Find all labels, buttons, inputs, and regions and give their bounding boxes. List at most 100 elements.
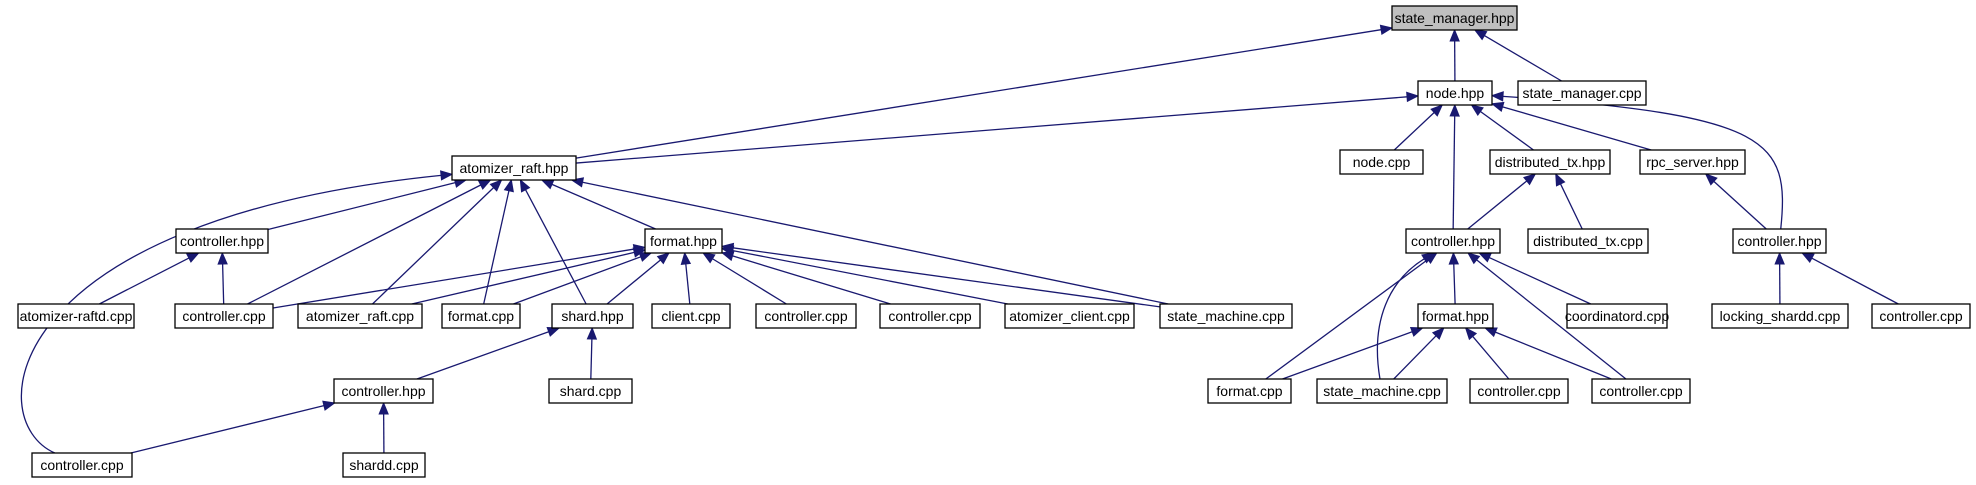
arrowhead-n8-to-n3 — [540, 179, 555, 190]
graph-node-n16[interactable]: shard.hpp — [551, 303, 634, 329]
graph-node-n25[interactable]: controller.cpp — [1871, 303, 1971, 329]
graph-node-n22[interactable]: format.hpp — [1417, 303, 1494, 329]
arrowhead-n12-to-n7 — [186, 252, 200, 263]
graph-node-n29[interactable]: state_machine.cpp — [1316, 378, 1448, 404]
graph-node-n21[interactable]: state_machine.cpp — [1159, 303, 1293, 329]
edge-n15-to-n8 — [513, 256, 642, 305]
graph-node-n2[interactable]: state_manager.cpp — [1517, 80, 1647, 106]
node-label: coordinatord.cpp — [1565, 308, 1670, 324]
arrowhead-n9-to-n5 — [1523, 173, 1537, 186]
edge-n13-to-n7 — [221, 263, 225, 305]
graph-node-n8[interactable]: format.hpp — [644, 228, 723, 254]
graph-node-n11[interactable]: controller.hpp — [1732, 228, 1827, 254]
edge-n5-to-n1 — [1480, 110, 1534, 151]
edge-n27-to-n16 — [590, 338, 593, 380]
node-box — [1159, 303, 1293, 329]
node-label: controller.hpp — [1737, 233, 1821, 249]
node-label: distributed_tx.cpp — [1533, 233, 1643, 249]
arrowhead-n29-to-n9 — [1421, 252, 1435, 264]
arrowhead-n23-to-n9 — [1478, 252, 1492, 263]
arrowhead-n11-to-n6 — [1704, 173, 1718, 186]
edge-n9-to-n1 — [1452, 115, 1456, 230]
arrowhead-n10-to-n5 — [1555, 172, 1566, 187]
graph-node-n12[interactable]: atomizer-raftd.cpp — [17, 303, 135, 329]
arrowhead-n13-to-n7 — [217, 251, 228, 265]
graph-node-n20[interactable]: atomizer_client.cpp — [1004, 303, 1135, 329]
graph-node-n30[interactable]: controller.cpp — [1469, 378, 1569, 404]
node-box — [1417, 303, 1494, 329]
graph-node-n13[interactable]: controller.cpp — [174, 303, 274, 329]
graph-node-n19[interactable]: controller.cpp — [879, 303, 981, 329]
arrowhead-n30-to-n22 — [1464, 326, 1478, 341]
graph-node-n27[interactable]: shard.cpp — [548, 378, 633, 404]
node-label: controller.hpp — [180, 233, 264, 249]
arrowhead-n15-to-n3 — [503, 178, 514, 193]
graph-node-n26[interactable]: controller.hpp — [333, 378, 434, 404]
arrowhead-n5-to-n1 — [1470, 104, 1484, 117]
node-box — [1391, 5, 1518, 31]
graph-node-n23[interactable]: coordinatord.cpp — [1565, 303, 1670, 329]
arrowhead-n11-to-n1 — [1490, 91, 1504, 102]
graph-node-n32[interactable]: controller.cpp — [31, 452, 133, 478]
graph-node-n6[interactable]: rpc_server.hpp — [1639, 149, 1746, 175]
graph-node-n28[interactable]: format.cpp — [1207, 378, 1292, 404]
node-label: format.cpp — [448, 308, 514, 324]
graph-node-n15[interactable]: format.cpp — [441, 303, 521, 329]
node-box — [175, 228, 269, 254]
arrowhead-n1-to-n0 — [1449, 28, 1460, 42]
edge-n23-to-n9 — [1488, 256, 1592, 305]
node-label: state_machine.cpp — [1167, 308, 1285, 324]
node-box — [1405, 228, 1501, 254]
edge-n28-to-n22 — [1282, 331, 1413, 380]
graph-node-n4[interactable]: node.cpp — [1339, 149, 1424, 175]
node-box — [1566, 303, 1668, 329]
graph-node-n3[interactable]: atomizer_raft.hpp — [451, 155, 577, 181]
arrowhead-n25-to-n11 — [1800, 252, 1815, 264]
node-box — [1489, 149, 1611, 175]
graph-node-n24[interactable]: locking_shardd.cpp — [1711, 303, 1849, 329]
node-box — [174, 303, 274, 329]
node-label: distributed_tx.hpp — [1495, 154, 1606, 170]
edge-n29-to-n9 — [1376, 258, 1425, 380]
graph-node-n10[interactable]: distributed_tx.cpp — [1527, 228, 1649, 254]
edge-n25-to-n11 — [1811, 257, 1899, 305]
edge-n15-to-n3 — [483, 190, 510, 305]
node-label: atomizer_raft.hpp — [460, 160, 569, 176]
arrowhead-n9-to-n1 — [1449, 103, 1460, 117]
graph-node-n9[interactable]: controller.hpp — [1405, 228, 1501, 254]
graph-node-n1[interactable]: node.hpp — [1417, 80, 1493, 106]
arrowhead-n31-to-n9 — [1467, 252, 1481, 265]
node-box — [1004, 303, 1135, 329]
edge-n12-to-n7 — [99, 257, 190, 305]
graph-node-n17[interactable]: client.cpp — [651, 303, 731, 329]
arrowhead-n14-to-n3 — [489, 179, 503, 192]
edge-n13-to-n3 — [247, 184, 481, 305]
edge-n20-to-n8 — [732, 249, 1008, 305]
arrowhead-n6-to-n1 — [1490, 101, 1505, 112]
node-label: controller.cpp — [764, 308, 847, 324]
edge-n13-to-n8 — [272, 248, 635, 309]
node-box — [1591, 378, 1691, 404]
arrowhead-n21-to-n8 — [720, 242, 735, 254]
graph-node-n14[interactable]: atomizer_raft.cpp — [297, 303, 423, 329]
edge-n18-to-n8 — [712, 258, 787, 305]
node-label: controller.cpp — [1599, 383, 1682, 399]
node-label: shardd.cpp — [349, 457, 418, 473]
edge-n31-to-n22 — [1495, 331, 1612, 380]
graph-node-n33[interactable]: shardd.cpp — [342, 452, 426, 478]
edge-n3-to-n1 — [575, 96, 1408, 164]
graph-node-n5[interactable]: distributed_tx.hpp — [1489, 149, 1611, 175]
graph-node-n7[interactable]: controller.hpp — [175, 228, 269, 254]
node-box — [879, 303, 981, 329]
edge-n17-to-n8 — [685, 263, 691, 305]
edge-n31-to-n9 — [1476, 259, 1627, 380]
arrowhead-n18-to-n8 — [701, 252, 716, 264]
graph-node-n0[interactable]: state_manager.hpp — [1391, 5, 1518, 31]
arrowhead-n22-to-n9 — [1448, 251, 1460, 265]
graph-node-n18[interactable]: controller.cpp — [755, 303, 857, 329]
node-box — [1527, 228, 1649, 254]
node-box — [548, 378, 633, 404]
graph-node-n31[interactable]: controller.cpp — [1591, 378, 1691, 404]
arrowhead-n15-to-n8 — [638, 252, 653, 262]
